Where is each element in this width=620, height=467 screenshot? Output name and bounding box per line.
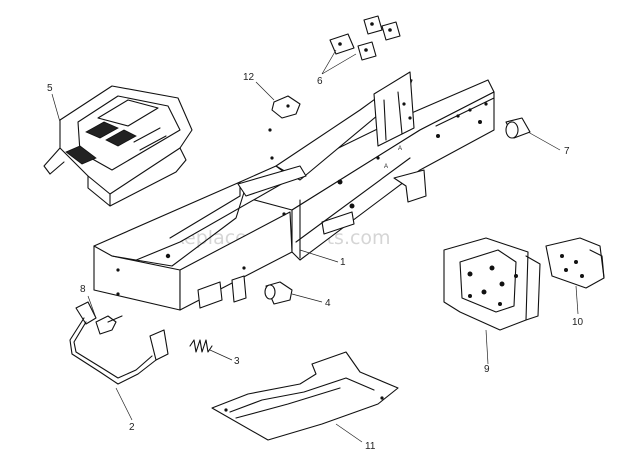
leader-lines bbox=[51, 49, 579, 443]
part-7-bushing bbox=[505, 117, 531, 139]
part-2-rod bbox=[69, 301, 169, 385]
callout-8: 8 bbox=[80, 284, 86, 295]
part-1-main-frame: A A bbox=[93, 71, 495, 311]
part-4-bolt bbox=[264, 281, 293, 305]
callout-9: 9 bbox=[484, 364, 490, 375]
part-5-dash-panel bbox=[43, 85, 193, 207]
callout-12: 12 bbox=[243, 72, 255, 83]
part-3-spring bbox=[189, 339, 213, 353]
part-6-clips bbox=[329, 15, 401, 61]
part-11-floor-plate bbox=[211, 351, 399, 441]
part-8-screw bbox=[95, 315, 123, 335]
callout-6: 6 bbox=[317, 76, 323, 87]
callout-11: 11 bbox=[365, 441, 376, 452]
callout-4: 4 bbox=[325, 298, 331, 309]
callout-1: 1 bbox=[340, 257, 346, 268]
callout-7: 7 bbox=[564, 146, 570, 157]
callout-3: 3 bbox=[234, 356, 240, 367]
svg-text:A: A bbox=[398, 146, 402, 152]
part-10-bracket bbox=[545, 237, 605, 289]
callout-5: 5 bbox=[47, 83, 53, 94]
part-9-plate bbox=[443, 237, 541, 331]
svg-text:A: A bbox=[384, 164, 388, 170]
part-12-bracket bbox=[271, 95, 301, 119]
callout-10: 10 bbox=[572, 317, 584, 328]
callout-2: 2 bbox=[129, 422, 135, 433]
